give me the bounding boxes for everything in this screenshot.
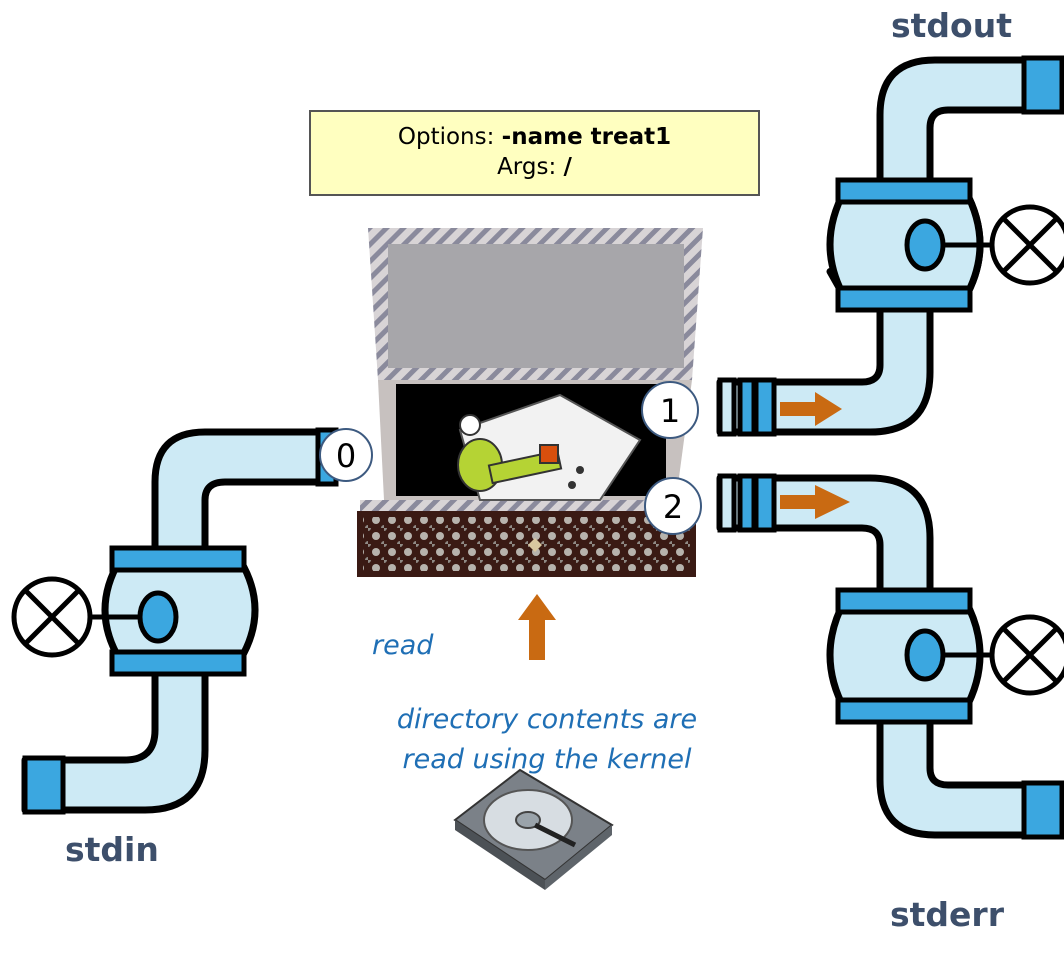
- fd-1-label: 1: [660, 392, 680, 430]
- fd-1-marker: 1: [641, 381, 699, 439]
- stdout-flanges: [717, 55, 1064, 437]
- stdin-pipe: [21, 428, 334, 814]
- directory-caption-line1: directory contents are: [396, 704, 698, 735]
- args-value: /: [563, 154, 572, 180]
- read-caption: read: [372, 630, 434, 661]
- process-box-image: [357, 228, 703, 577]
- stdin-label: stdin: [65, 830, 159, 869]
- stderr-flow-arrow: [780, 485, 850, 519]
- options-args-box: Options: -name treat1 Args: /: [309, 110, 760, 196]
- cartoon-figure-icon: [457, 393, 642, 501]
- hard-disk-icon: [453, 768, 614, 890]
- stdin-valve-handle: [11, 576, 179, 658]
- read-flow-arrow: [518, 594, 556, 660]
- stdout-valve-handle: [904, 204, 1064, 286]
- args-line: Args: /: [311, 152, 758, 182]
- stderr-label: stderr: [890, 895, 1004, 934]
- fd-0-label: 0: [336, 437, 356, 475]
- directory-caption-line2: read using the kernel: [402, 744, 692, 775]
- fd-2-marker: 2: [644, 477, 702, 535]
- stdout-flow-arrow: [780, 392, 842, 426]
- options-line: Options: -name treat1: [311, 122, 758, 152]
- stdout-label: stdout: [891, 6, 1012, 45]
- args-prefix: Args:: [497, 154, 557, 180]
- stderr-flanges: [717, 473, 1064, 840]
- fd-2-label: 2: [663, 488, 683, 526]
- options-value: -name treat1: [501, 124, 672, 150]
- fd-0-marker: 0: [319, 428, 373, 482]
- stderr-valve-handle: [904, 614, 1064, 696]
- options-prefix: Options:: [397, 124, 495, 150]
